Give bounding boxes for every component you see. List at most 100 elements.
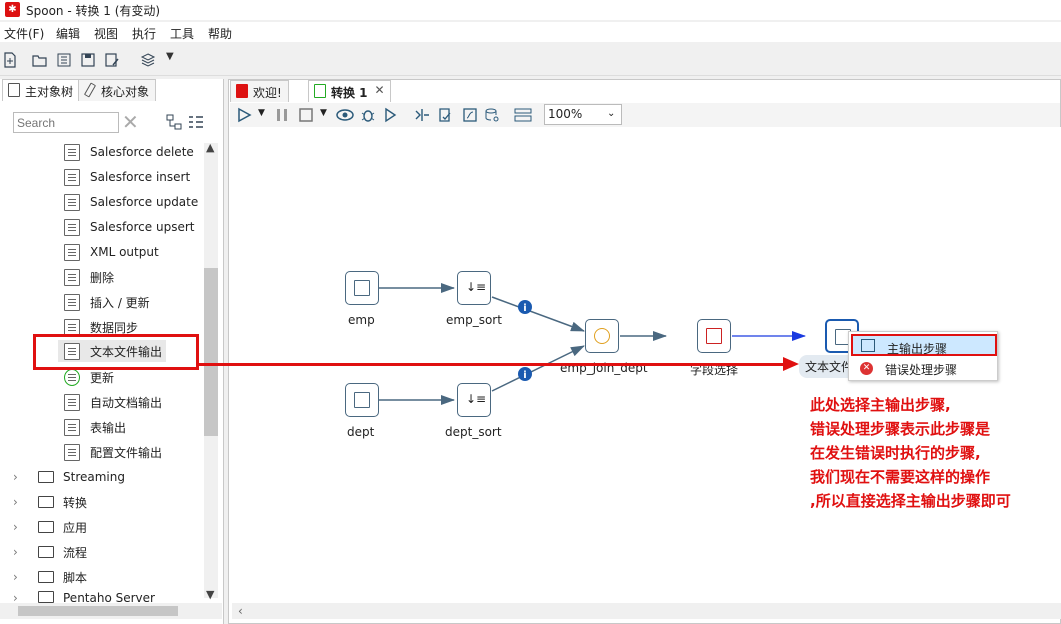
explore-repository-icon[interactable] [56, 52, 72, 68]
chevron-right-icon[interactable]: › [13, 570, 18, 584]
folder-flow[interactable]: ›流程 [0, 541, 87, 563]
highlight-arrow-line [199, 363, 785, 366]
search-input[interactable] [13, 112, 119, 133]
tab-welcome[interactable]: 欢迎! [230, 80, 289, 102]
table-output-icon [64, 418, 80, 436]
run-dropdown-icon[interactable]: ▼ [258, 108, 265, 118]
step-salesforce-delete[interactable]: Salesforce delete [64, 141, 194, 163]
hop-type-popup: 主输出步骤 ✕ 错误处理步骤 [848, 331, 998, 381]
node-dept[interactable] [345, 383, 379, 417]
transform-icon [314, 84, 326, 98]
layers-icon[interactable] [140, 52, 156, 68]
step-delete[interactable]: 删除 [64, 266, 114, 288]
menu-item-error-handling[interactable]: ✕ 错误处理步骤 [851, 357, 997, 379]
menu-help[interactable]: 帮助 [208, 27, 233, 41]
save-as-icon[interactable] [104, 52, 120, 68]
step-salesforce-upsert[interactable]: Salesforce upsert [64, 216, 194, 238]
xml-output-icon [64, 243, 80, 261]
hop-emp-sort-to-join[interactable] [491, 296, 585, 332]
menu-edit[interactable]: 编辑 [56, 27, 81, 41]
menu-run[interactable]: 执行 [132, 27, 157, 41]
folder-transform[interactable]: ›转换 [0, 491, 87, 513]
chevron-right-icon[interactable]: › [13, 495, 18, 509]
output-arrow-icon [861, 339, 875, 352]
expand-tree-icon[interactable] [188, 114, 204, 130]
step-salesforce-insert[interactable]: Salesforce insert [64, 166, 190, 188]
step-label: 删除 [90, 270, 115, 285]
chevron-right-icon[interactable]: › [13, 591, 18, 603]
results-pane-icon[interactable] [514, 107, 532, 123]
auto-doc-icon [64, 393, 80, 411]
scroll-left-icon[interactable]: ‹ [238, 604, 243, 618]
menu-item-main-output[interactable]: 主输出步骤 [851, 334, 997, 356]
popup-label: 主输出步骤 [887, 342, 948, 356]
clear-search-icon[interactable]: ✕ [122, 110, 139, 134]
menu-view[interactable]: 视图 [94, 27, 119, 41]
step-sync[interactable]: 数据同步 [64, 316, 138, 338]
canvas-horizontal-scrollbar[interactable]: ‹ [232, 603, 1061, 619]
layers-dropdown-icon[interactable]: ▼ [166, 51, 174, 62]
annotation-text: 此处选择主输出步骤, 错误处理步骤表示此步骤是 在发生错误时执行的步骤, 我们现… [810, 393, 1011, 513]
replay-icon[interactable] [382, 107, 398, 123]
collapse-tree-icon[interactable] [166, 114, 182, 130]
folder-pentaho-server[interactable]: ›Pentaho Server [0, 591, 155, 603]
folder-icon [38, 521, 54, 533]
step-salesforce-update[interactable]: Salesforce update [64, 191, 198, 213]
tree-hscroll-thumb[interactable] [18, 606, 178, 616]
node-emp[interactable] [345, 271, 379, 305]
hop-dept-sort-to-join[interactable] [491, 345, 585, 392]
step-xml-output[interactable]: XML output [64, 241, 159, 263]
sql-icon[interactable] [462, 107, 478, 123]
node-emp-sort[interactable]: ↓≡ [457, 271, 491, 305]
tab-transform-1[interactable]: 转换 1 ✕ [308, 80, 391, 102]
menu-tools[interactable]: 工具 [170, 27, 195, 41]
scroll-down-icon[interactable]: ▼ [206, 588, 215, 601]
folder-icon [38, 546, 54, 558]
close-tab-icon[interactable]: ✕ [374, 83, 385, 97]
info-icon[interactable]: i [518, 300, 532, 314]
step-insert-update[interactable]: 插入 / 更新 [64, 291, 150, 313]
folder-icon [38, 496, 54, 508]
verify-icon[interactable] [414, 107, 430, 123]
scroll-up-icon[interactable]: ▲ [206, 141, 215, 154]
folder-streaming[interactable]: ›Streaming [0, 466, 125, 488]
open-folder-icon[interactable] [32, 52, 48, 68]
stop-dropdown-icon[interactable]: ▼ [320, 108, 327, 118]
step-label: 文本文件输出 [90, 344, 163, 359]
info-icon[interactable]: i [518, 367, 532, 381]
node-emp-join-dept[interactable] [585, 319, 619, 353]
chevron-right-icon[interactable]: › [13, 545, 18, 559]
tab-main-tree[interactable]: 主对象树 [2, 79, 81, 101]
stop-icon[interactable] [298, 107, 314, 123]
tree-scroll-thumb[interactable] [204, 268, 218, 436]
zoom-select[interactable]: 100% ⌄ [544, 104, 622, 125]
arrow-head-icon [783, 357, 799, 371]
new-file-icon[interactable] [2, 52, 18, 68]
step-auto-doc-output[interactable]: 自动文档输出 [64, 391, 162, 413]
node-select-values[interactable] [697, 319, 731, 353]
node-label-dept-sort: dept_sort [445, 425, 502, 439]
annotation-line: 错误处理步骤表示此步骤是 [810, 420, 991, 438]
step-table-output[interactable]: 表输出 [64, 416, 126, 438]
sort-icon: ↓≡ [466, 392, 487, 406]
step-update[interactable]: 更新 [64, 366, 114, 388]
debug-icon[interactable] [360, 107, 376, 123]
node-dept-sort[interactable]: ↓≡ [457, 383, 491, 417]
preview-eye-icon[interactable] [336, 107, 354, 123]
chevron-right-icon[interactable]: › [13, 520, 18, 534]
save-icon[interactable] [80, 52, 96, 68]
tab-core-objects[interactable]: 核心对象 [78, 79, 157, 101]
svg-text:i: i [523, 303, 526, 314]
menu-file[interactable]: 文件(F) [4, 27, 45, 41]
folder-application[interactable]: ›应用 [0, 516, 87, 538]
analyze-impact-icon[interactable] [438, 107, 454, 123]
chevron-right-icon[interactable]: › [13, 470, 18, 484]
table-input-icon [354, 392, 370, 408]
step-properties-output[interactable]: 配置文件输出 [64, 441, 162, 463]
run-icon[interactable] [236, 107, 252, 123]
pause-icon[interactable] [274, 107, 290, 123]
step-text-file-output[interactable]: 文本文件输出 [58, 340, 167, 362]
folder-scripting[interactable]: ›脚本 [0, 566, 87, 588]
db-explore-icon[interactable] [484, 107, 500, 123]
chevron-down-icon[interactable]: ⌄ [607, 108, 616, 119]
